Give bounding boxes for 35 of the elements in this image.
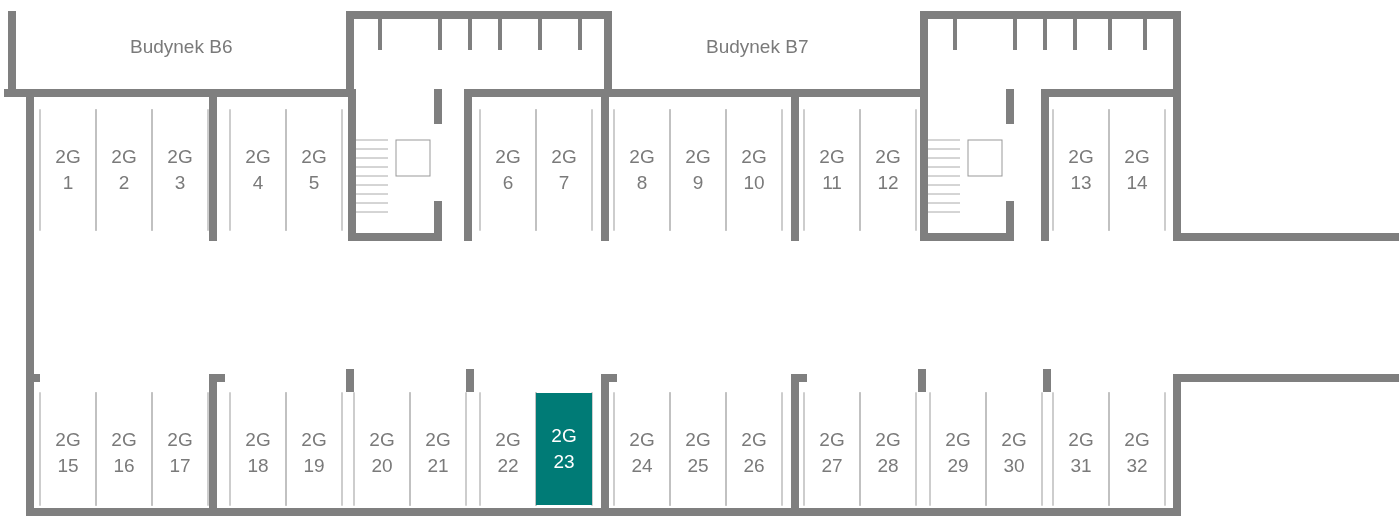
space-number: 2G 22 — [494, 428, 522, 478]
space-number: 2G 2 — [110, 145, 138, 195]
space-number: 2G 9 — [684, 145, 712, 195]
space-number: 2G 5 — [300, 145, 328, 195]
space-number: 2G 10 — [740, 145, 768, 195]
space-number: 2G 28 — [874, 428, 902, 478]
space-number: 2G 13 — [1067, 145, 1095, 195]
space-number: 2G 26 — [740, 428, 768, 478]
space-number: 2G 3 — [166, 145, 194, 195]
space-number: 2G 14 — [1123, 145, 1151, 195]
space-number: 2G 30 — [1000, 428, 1028, 478]
building-label: Budynek B6 — [130, 36, 233, 58]
selected-parking-space — [536, 393, 592, 505]
space-number: 2G 7 — [550, 145, 578, 195]
space-number: 2G 12 — [874, 145, 902, 195]
space-number: 2G 21 — [424, 428, 452, 478]
space-number: 2G 19 — [300, 428, 328, 478]
space-number: 2G 4 — [244, 145, 272, 195]
space-number: 2G 11 — [818, 145, 846, 195]
building-label: Budynek B7 — [706, 36, 809, 58]
space-number: 2G 15 — [54, 428, 82, 478]
space-number: 2G 8 — [628, 145, 656, 195]
space-number: 2G 31 — [1067, 428, 1095, 478]
space-number: 2G 1 — [54, 145, 82, 195]
space-number: 2G 6 — [494, 145, 522, 195]
space-number: 2G 24 — [628, 428, 656, 478]
space-number: 2G 32 — [1123, 428, 1151, 478]
space-number: 2G 20 — [368, 428, 396, 478]
space-number: 2G 16 — [110, 428, 138, 478]
space-number: 2G 18 — [244, 428, 272, 478]
space-number: 2G 17 — [166, 428, 194, 478]
space-number: 2G 25 — [684, 428, 712, 478]
space-number: 2G 23 — [550, 424, 578, 474]
space-number: 2G 27 — [818, 428, 846, 478]
space-number: 2G 29 — [944, 428, 972, 478]
